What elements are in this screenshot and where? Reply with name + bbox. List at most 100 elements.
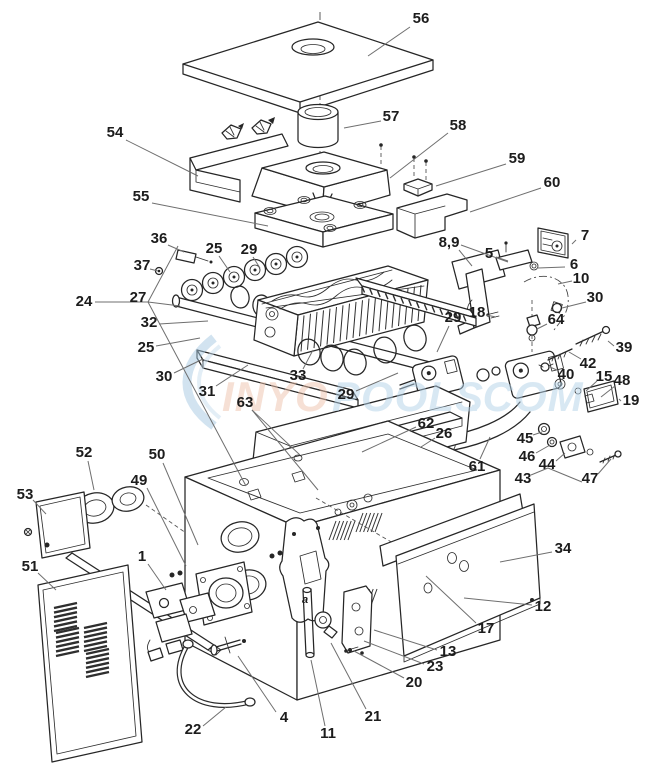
leader-line xyxy=(310,659,326,727)
leader-line xyxy=(155,337,201,347)
detail-line xyxy=(55,645,80,653)
leader-line xyxy=(355,372,399,392)
part-side-panels xyxy=(379,493,541,663)
detail-line xyxy=(376,290,381,298)
part-gasket-rings-front xyxy=(297,324,427,376)
watermark-text: POOLS xyxy=(332,373,484,420)
detail-line xyxy=(53,615,78,623)
detail-line xyxy=(332,520,341,541)
leader-line xyxy=(147,245,179,303)
callout-33: 33 xyxy=(290,367,307,384)
callout-44: 44 xyxy=(539,456,556,473)
callout-37: 37 xyxy=(134,257,151,274)
callout-7: 7 xyxy=(581,227,589,244)
leader-line xyxy=(495,256,509,262)
callout-60: 60 xyxy=(544,174,561,191)
callout-45: 45 xyxy=(517,430,534,447)
leader-line xyxy=(458,249,473,267)
leader-line xyxy=(547,467,583,483)
detail-line xyxy=(83,621,108,630)
leader-line xyxy=(87,460,95,491)
detail-line xyxy=(83,626,108,634)
leader-line xyxy=(479,436,491,460)
callout-32: 32 xyxy=(141,314,158,331)
callout-24: 24 xyxy=(76,293,93,310)
detail-line xyxy=(53,601,78,610)
leader-line xyxy=(32,499,47,515)
leader-line xyxy=(37,572,57,591)
callout-53: 53 xyxy=(17,486,34,503)
detail-line xyxy=(328,520,337,541)
leader-line xyxy=(618,398,622,402)
leader-line xyxy=(147,563,167,591)
callout-12: 12 xyxy=(535,598,552,615)
leader-line xyxy=(600,385,616,398)
callout-56: 56 xyxy=(413,10,430,27)
detail-line xyxy=(355,512,364,533)
callout-58: 58 xyxy=(450,117,467,134)
callout-46: 46 xyxy=(519,448,536,465)
watermark-text: INYO xyxy=(222,373,329,420)
leader-line xyxy=(537,266,566,269)
detail-line xyxy=(462,315,467,322)
leader-line xyxy=(532,431,543,436)
detail-line xyxy=(83,640,108,648)
part-hood-base xyxy=(254,195,394,248)
leader-line xyxy=(561,301,587,309)
detail-line xyxy=(363,512,372,533)
part-small-fasteners xyxy=(537,325,622,464)
leader-line xyxy=(251,409,301,456)
leader-line xyxy=(469,187,542,213)
callout-59: 59 xyxy=(509,150,526,167)
detail-line xyxy=(326,308,331,345)
leader-line xyxy=(389,132,449,179)
leader-line xyxy=(367,26,411,57)
part-burner-manifold xyxy=(154,245,431,372)
callout-29: 29 xyxy=(241,241,258,258)
detail-line xyxy=(85,666,110,674)
leader-line xyxy=(173,358,204,374)
detail-line xyxy=(55,636,80,644)
detail-line xyxy=(415,301,420,309)
detail-line xyxy=(343,520,352,541)
detail-line xyxy=(53,606,78,614)
watermark: INYO POOLS .COM xyxy=(182,334,583,430)
callout-29: 29 xyxy=(445,309,462,326)
callout-22: 22 xyxy=(185,721,202,738)
leader-line xyxy=(353,650,405,679)
callout-57: 57 xyxy=(383,108,400,125)
detail-line xyxy=(392,295,397,302)
detail-line xyxy=(374,512,383,533)
detail-line xyxy=(85,657,110,665)
detail-line xyxy=(55,640,80,648)
callout-31: 31 xyxy=(199,383,216,400)
callout-30: 30 xyxy=(587,289,604,306)
callout-26: 26 xyxy=(436,425,453,442)
callout-a: a xyxy=(302,594,308,606)
callout-52: 52 xyxy=(76,444,93,461)
detail-line xyxy=(365,298,370,335)
detail-line xyxy=(339,305,344,342)
detail-line xyxy=(352,301,357,338)
callout-39: 39 xyxy=(616,339,633,356)
callout-17: 17 xyxy=(478,620,495,637)
callout-21: 21 xyxy=(365,708,382,725)
detail-line xyxy=(85,661,110,669)
callout-4: 4 xyxy=(280,709,289,726)
detail-line xyxy=(431,306,436,313)
callout-51: 51 xyxy=(22,558,39,575)
detail-line xyxy=(347,520,356,541)
leader-line xyxy=(302,349,314,370)
leader-line xyxy=(361,426,417,453)
detail-line xyxy=(346,303,350,340)
detail-line xyxy=(55,626,80,635)
leader-line xyxy=(557,280,573,285)
detail-line xyxy=(53,624,78,633)
detail-line xyxy=(423,304,428,311)
detail-line xyxy=(366,512,375,533)
leader-line xyxy=(530,467,549,476)
callout-5: 5 xyxy=(485,245,493,262)
detail-line xyxy=(55,649,80,658)
